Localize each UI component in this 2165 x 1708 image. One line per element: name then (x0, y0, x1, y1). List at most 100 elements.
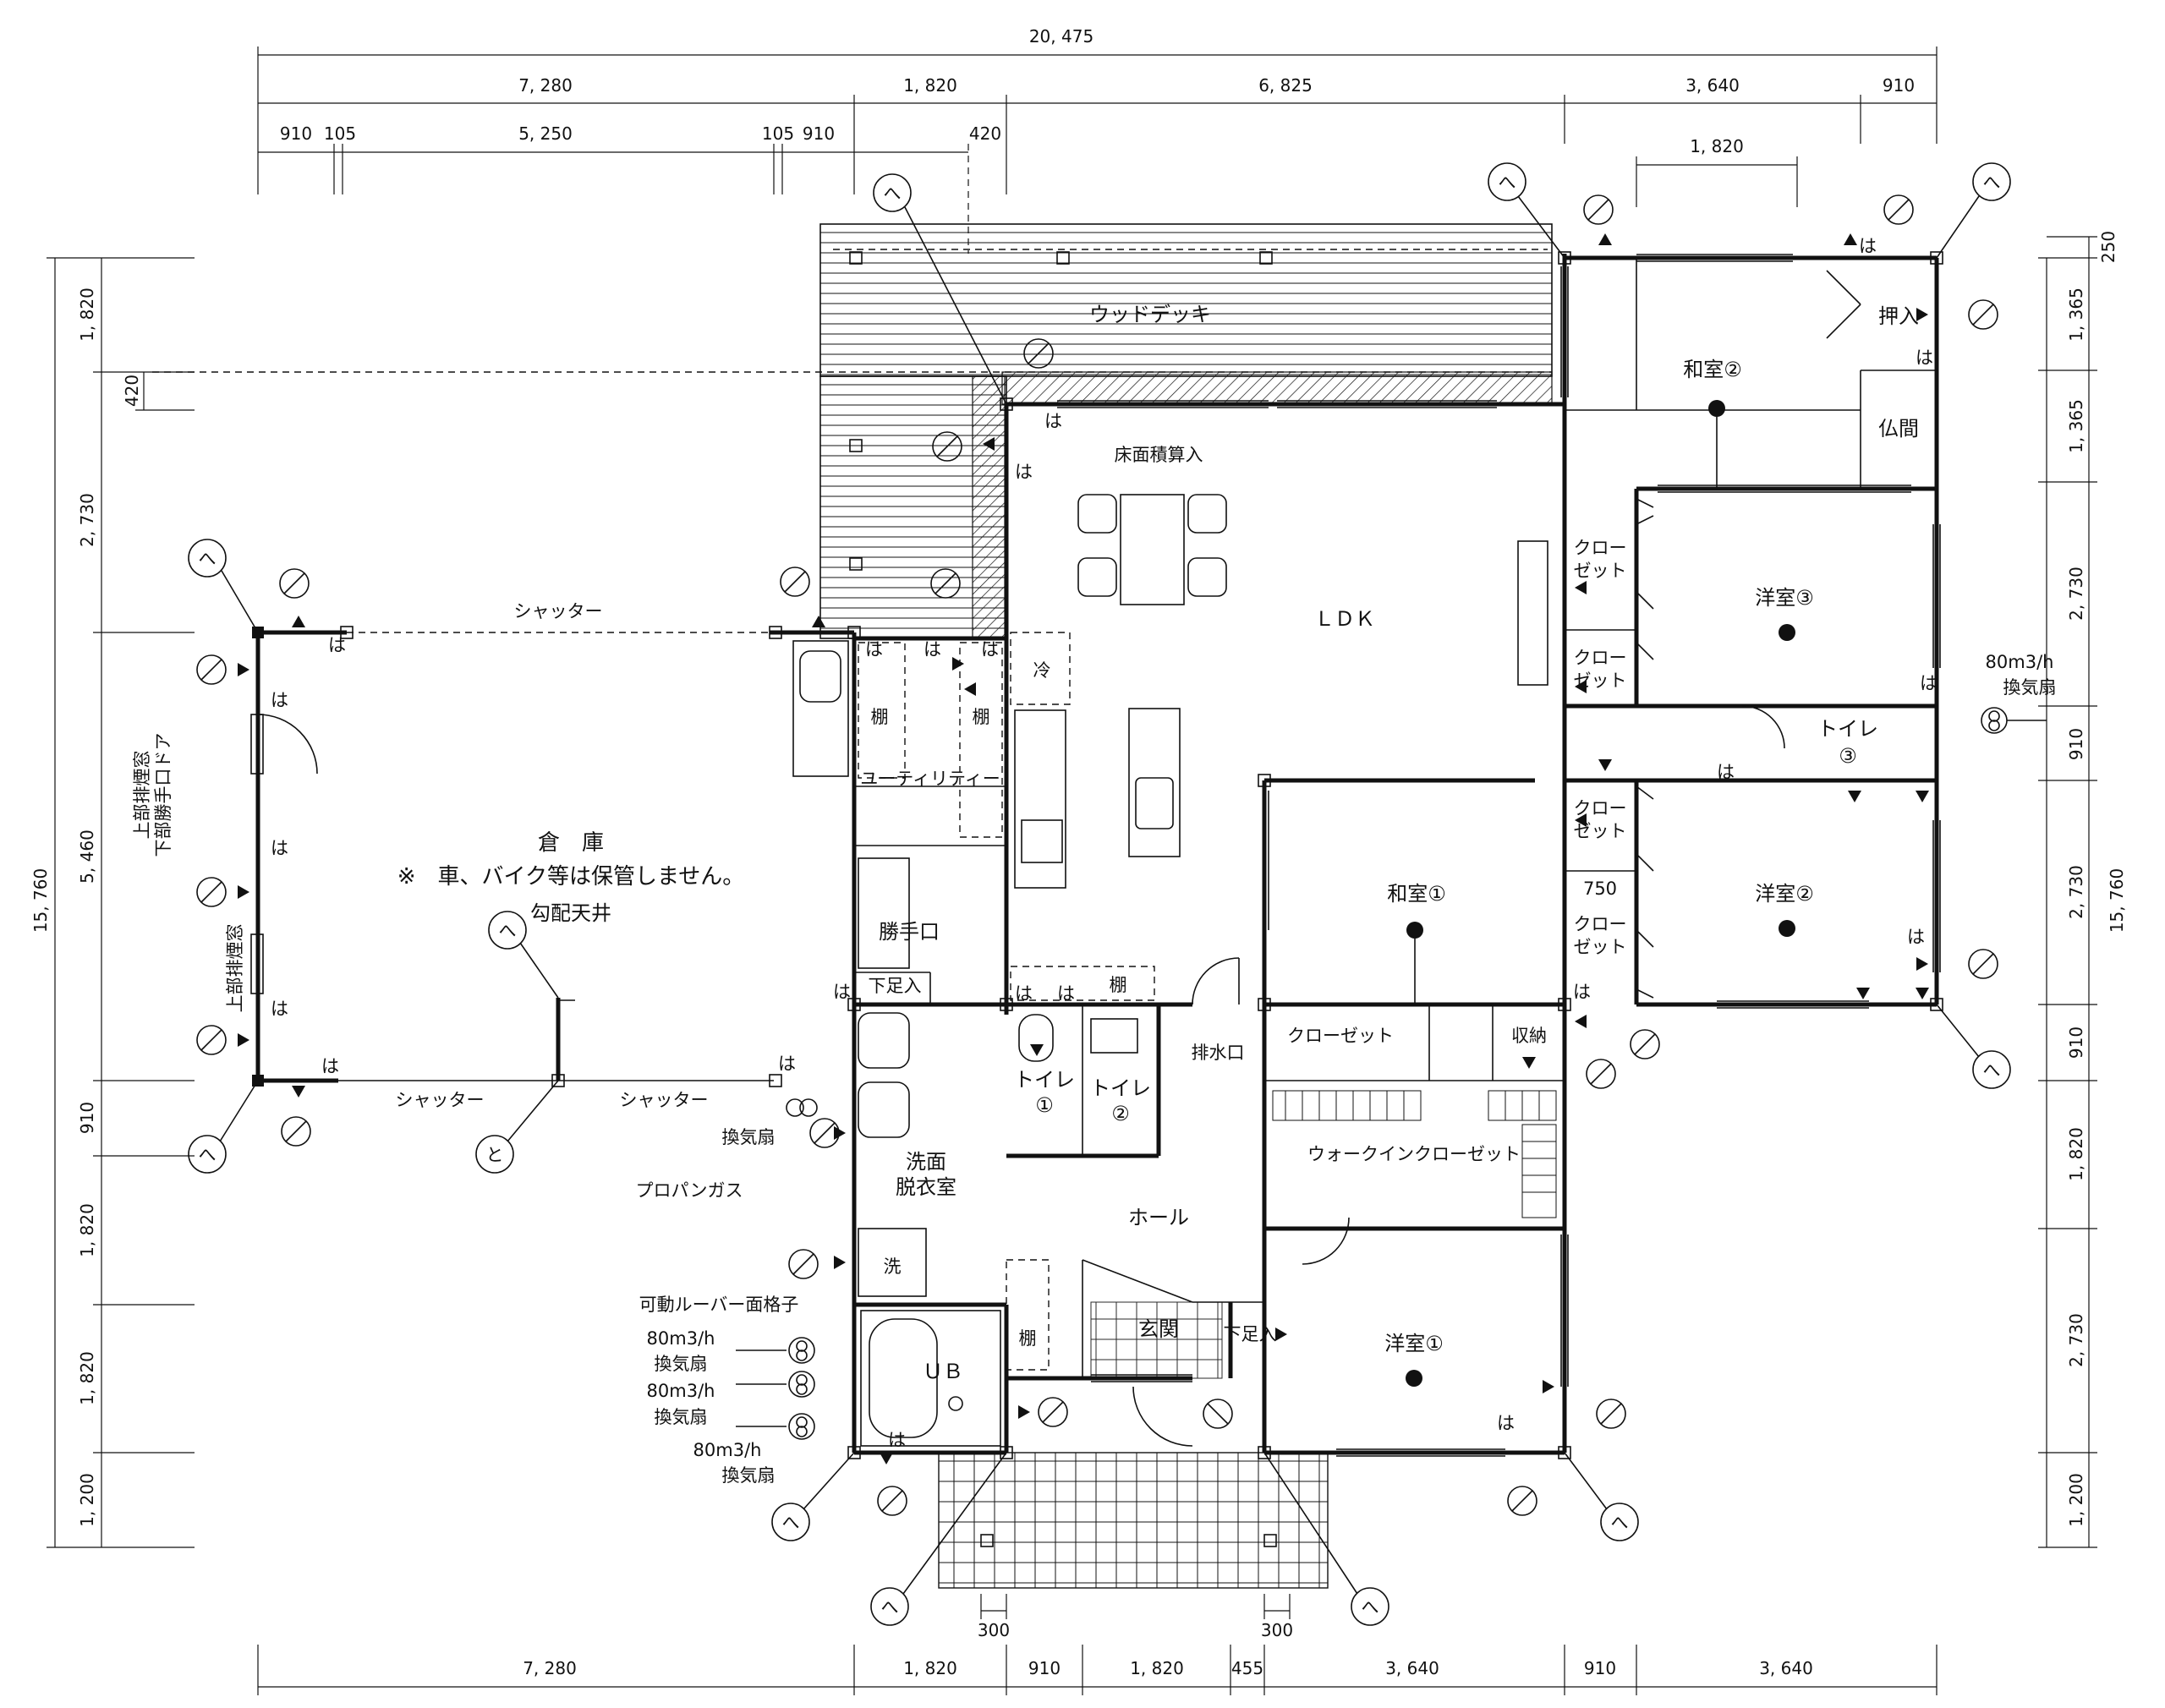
vent-fan-4-icon (1981, 707, 2008, 734)
yoshitsu2-label: 洋室② (1755, 882, 1814, 906)
ha-mark-16: は (1859, 236, 1877, 256)
small-arrows (238, 233, 1929, 1464)
wood-deck-label: ウッドデッキ (1089, 303, 1211, 326)
dim-top-2: 1, 820 (903, 75, 957, 96)
dim-right-8: 1, 820 (2066, 1127, 2086, 1181)
dim-top-4: 3, 640 (1685, 75, 1740, 96)
dim-top-r3-1: 910 (280, 123, 312, 144)
shutter-bottom-right-label: シャッター (620, 1090, 709, 1110)
ldk-label: ＬＤＫ (1314, 607, 1375, 631)
ub-label: ＵＢ (923, 1360, 963, 1383)
genkan-shoe-label: 下足入 (1224, 1324, 1277, 1344)
vent-fan-1-icon (788, 1337, 815, 1364)
closet-main-label: クローゼット (1287, 1026, 1394, 1046)
dim-bottom-3: 910 (1028, 1658, 1061, 1678)
genkan-label: 玄関 (1138, 1317, 1179, 1341)
width-750-label: 750 (1583, 879, 1617, 899)
ha-mark-15: は (888, 1430, 906, 1450)
marker-he-5: へ (488, 911, 559, 999)
dim-right-10: 1, 200 (2066, 1473, 2086, 1527)
storehouse: 倉 庫 ※ 車、バイク等は保管しません。 勾配天井 シャッター シャッター シャ… (132, 601, 854, 1110)
ha-mark-3: は (271, 838, 288, 858)
view-arrow-2-icon (932, 431, 962, 462)
view-arrow-12-icon (877, 1486, 907, 1516)
svg-text:へ: へ (1611, 1513, 1629, 1533)
view-arrow-5-icon (279, 568, 310, 599)
dimensions-right: 250 1, 365 1, 365 2, 730 910 2, 730 910 … (2038, 231, 2127, 1548)
dim-left-1: 1, 820 (77, 287, 97, 342)
ha-mark-1: は (328, 635, 346, 655)
dim-top-r3-6: 420 (969, 123, 1001, 144)
katteguchi-label: 勝手口 (879, 920, 940, 944)
marker-he-11: へ (1936, 1004, 2011, 1089)
marker-to-1: と (475, 1080, 559, 1174)
dim-top-r3-5: 910 (803, 123, 835, 144)
washer-label: 洗 (884, 1256, 902, 1277)
dim-left-6: 1, 820 (77, 1203, 97, 1257)
svg-text:へ: へ (1983, 1060, 2001, 1081)
ha-mark-6: は (865, 639, 883, 660)
senmen-label-1: 洗面 (906, 1150, 946, 1174)
fan-label-2: 換気扇 (655, 1407, 708, 1427)
drain-label: 排水口 (1192, 1043, 1245, 1063)
section-markers: へ へ へ へ へ へ と へ へ へ (188, 162, 2011, 1626)
svg-text:へ: へ (499, 921, 517, 941)
svg-text:へ: へ (881, 1597, 899, 1618)
wood-deck: ウッドデッキ (152, 223, 1553, 639)
ha-mark-5: は (321, 1056, 339, 1076)
view-arrow-17-icon (1586, 1059, 1616, 1089)
svg-text:へ: へ (199, 1145, 216, 1165)
ha-mark-7: は (924, 639, 941, 660)
marker-he-6: へ (188, 1080, 259, 1174)
ha-mark-14: は (1057, 983, 1075, 1004)
marker-he-10: へ (1564, 1452, 1639, 1541)
storehouse-ceiling: 勾配天井 (530, 901, 611, 925)
dim-bottom-small-2: 300 (1261, 1620, 1293, 1640)
toilet3-label: トイレ (1817, 717, 1878, 741)
ha-mark-8: は (981, 639, 999, 660)
ha-mark-21: は (1573, 982, 1591, 1002)
wic-shelves (1272, 1090, 1557, 1218)
fan-label-3: 換気扇 (722, 1465, 776, 1486)
view-arrow-14-icon (1203, 1399, 1233, 1429)
toilet1-number: ① (1035, 1093, 1054, 1117)
ceiling-lights (1406, 400, 1795, 1387)
closet-c-1: クロー (1574, 798, 1627, 818)
yoshitsu1-label: 洋室① (1384, 1332, 1444, 1355)
washitsu2-label: 和室② (1683, 358, 1742, 381)
dim-left-3: 2, 730 (77, 493, 97, 547)
dim-top-5: 910 (1883, 75, 1915, 96)
view-arrow-11-icon (788, 1249, 819, 1279)
dim-left-8: 1, 200 (77, 1473, 97, 1527)
ha-mark-22: は (1497, 1413, 1515, 1433)
view-arrow-4-icon (780, 567, 810, 597)
svg-text:へ: へ (199, 549, 216, 569)
dim-right-1: 250 (2098, 231, 2118, 263)
window-note-3: 上部排煙窓 (225, 924, 245, 1013)
bath-shelf: 棚 (1019, 1328, 1037, 1349)
view-arrow-9-icon (281, 1116, 311, 1147)
dim-bottom-small-1: 300 (978, 1620, 1010, 1640)
svg-text:へ: へ (1499, 172, 1516, 193)
yoshitsu3-label: 洋室③ (1755, 586, 1814, 610)
room-labels: 床面積算入 ＬＤＫ ユーティリティー 勝手口 下足入 洗面 脱衣室 ＵＢ トイレ… (860, 304, 1919, 1383)
svg-text:へ: へ (1362, 1597, 1379, 1618)
ha-marks: は は は は は は は は は は は は は は は は は は は は … (271, 236, 1938, 1450)
airflow-2: 80m3/h (647, 1381, 715, 1401)
view-arrow-20-icon (1968, 299, 1998, 330)
marker-he-8: へ (870, 1452, 1007, 1626)
butsuma-label: 仏間 (1878, 417, 1919, 441)
toilet1-label: トイレ (1014, 1068, 1075, 1092)
dim-top-sub: 1, 820 (1690, 136, 1744, 156)
dim-right-5: 910 (2066, 728, 2086, 760)
marker-he-4: へ (188, 539, 259, 633)
dim-right-9: 2, 730 (2066, 1313, 2086, 1367)
dim-overall-top: 20, 475 (1029, 26, 1093, 47)
wic-label: ウォークインクローゼット (1307, 1144, 1521, 1164)
ha-mark-13: は (1015, 983, 1033, 1004)
dim-top-1: 7, 280 (518, 75, 573, 96)
ha-mark-9: は (1015, 462, 1033, 482)
view-arrow-18-icon (1630, 1029, 1660, 1059)
ha-mark-10: は (1044, 411, 1062, 431)
